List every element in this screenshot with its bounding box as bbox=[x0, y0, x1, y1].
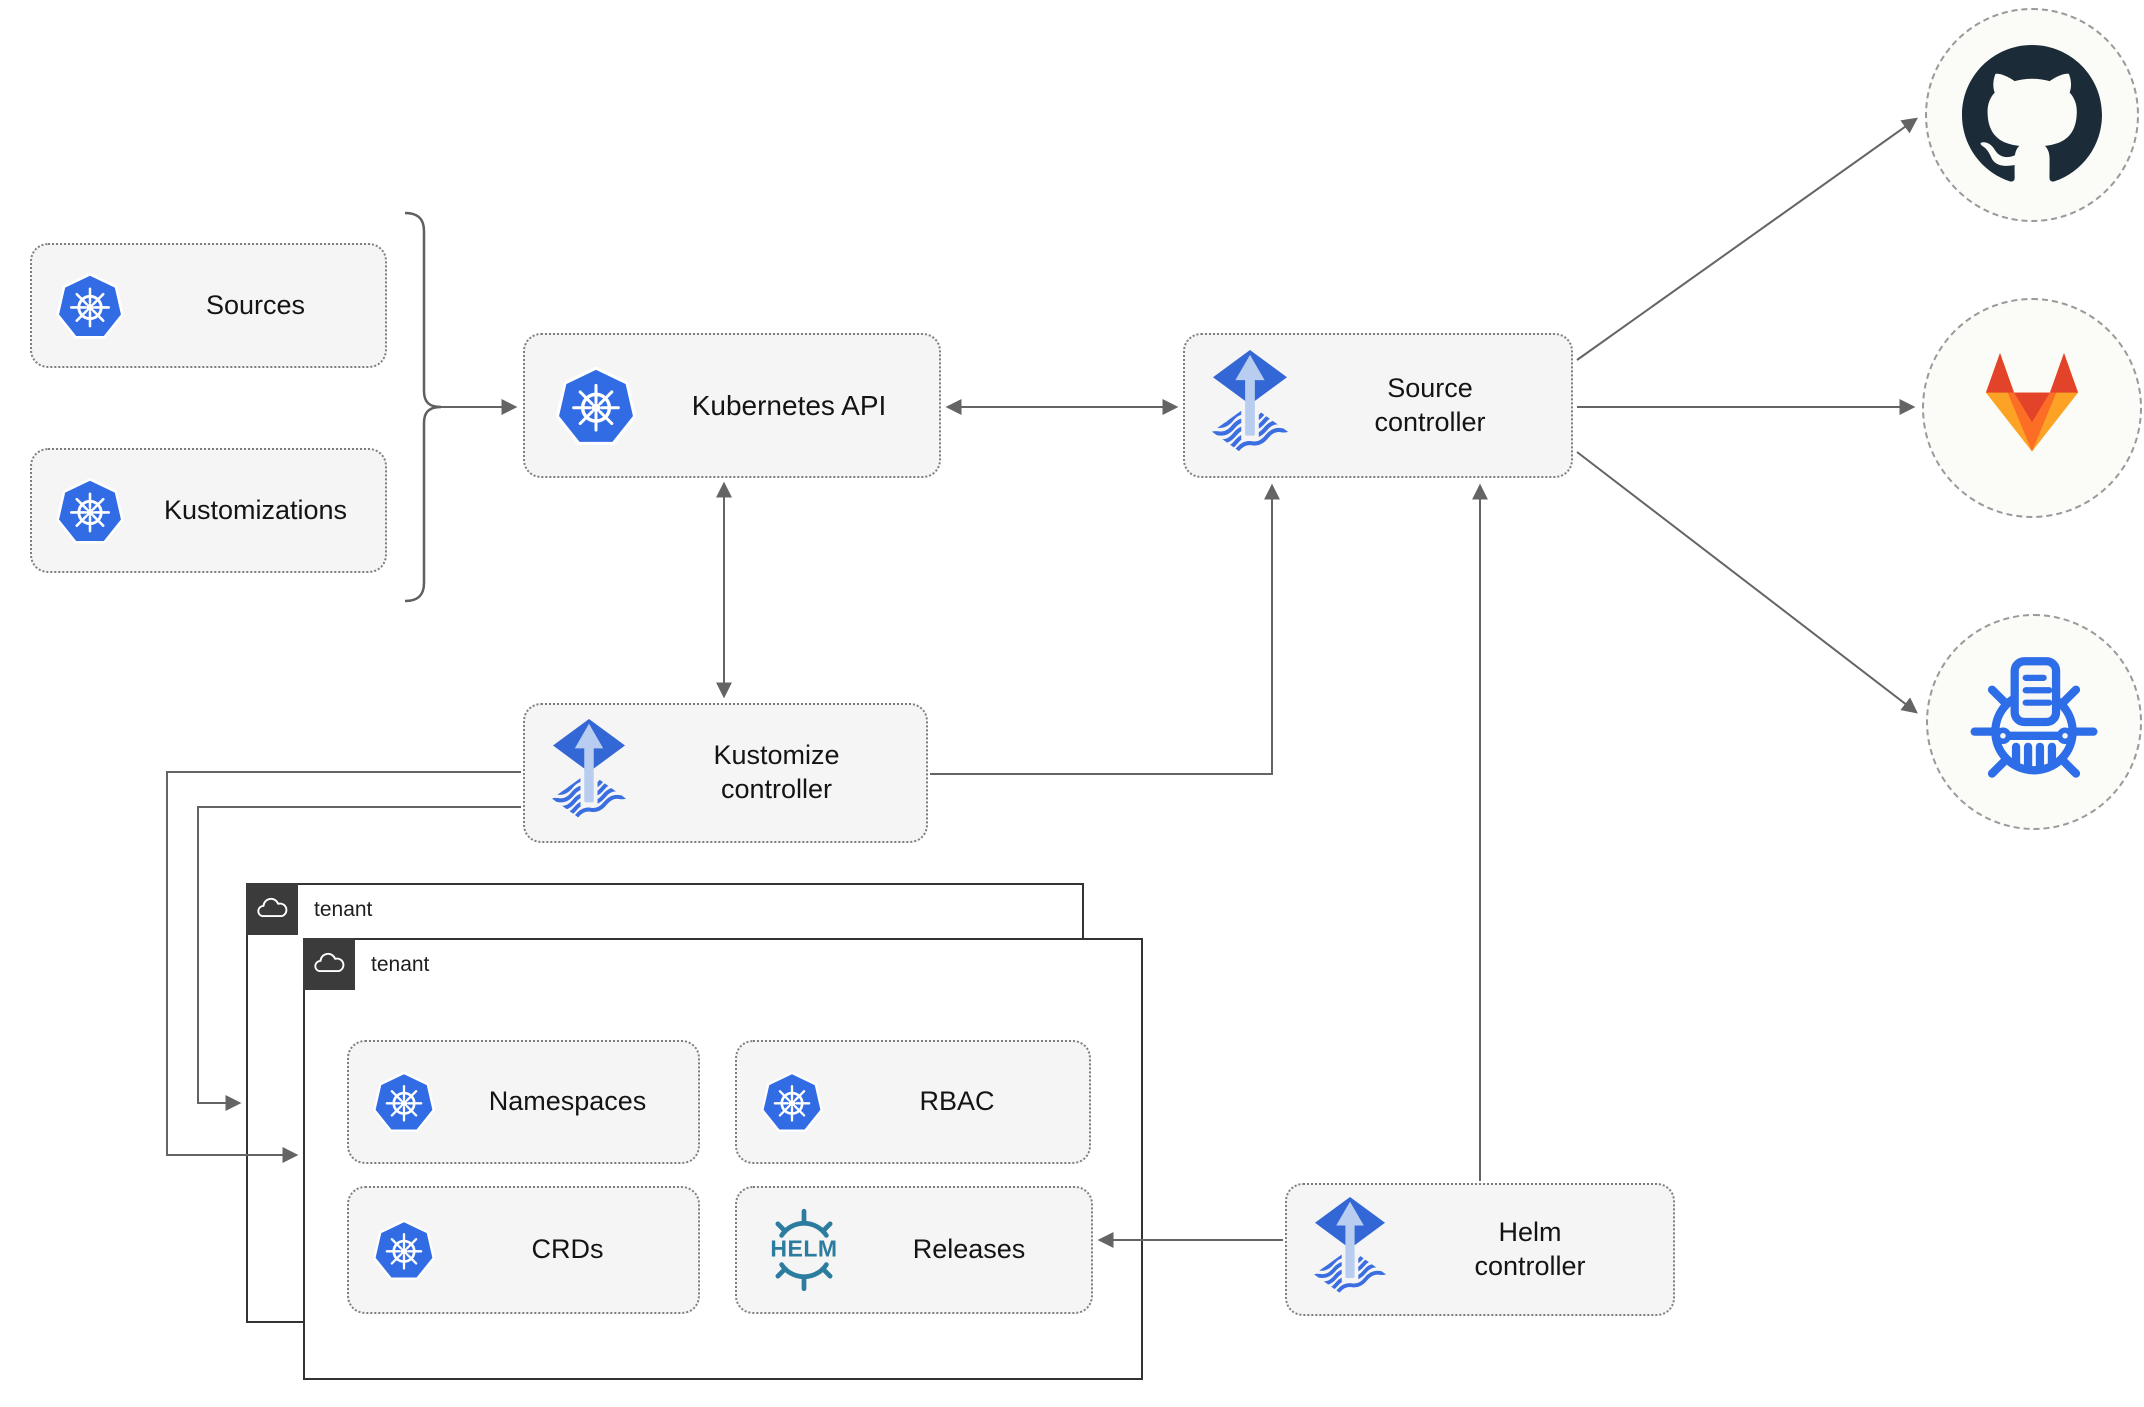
node-rbac-label: RBAC bbox=[919, 1086, 995, 1117]
kubernetes-icon bbox=[54, 475, 126, 547]
node-releases: HELM Releases bbox=[735, 1186, 1093, 1314]
node-source-controller-label: Source controller bbox=[1374, 372, 1486, 437]
gitlab-icon bbox=[1968, 349, 2096, 467]
provider-gitlab bbox=[1922, 298, 2142, 518]
node-helm-controller-label: Helm controller bbox=[1474, 1216, 1586, 1281]
node-rbac: RBAC bbox=[735, 1040, 1091, 1164]
node-sources: Sources bbox=[30, 243, 387, 368]
node-crds-label: CRDs bbox=[531, 1234, 604, 1265]
node-kustomize-controller-label: Kustomize controller bbox=[713, 740, 840, 804]
node-helm-controller: Helm controller bbox=[1285, 1183, 1675, 1316]
tenant-back-tag bbox=[246, 883, 298, 935]
node-kubernetes-api-label: Kubernetes API bbox=[691, 390, 887, 421]
cloud-icon bbox=[312, 952, 346, 977]
node-namespaces: Namespaces bbox=[347, 1040, 700, 1164]
kubernetes-icon bbox=[759, 1069, 825, 1135]
node-crds: CRDs bbox=[347, 1186, 700, 1314]
flux-icon bbox=[1313, 1197, 1387, 1302]
kubernetes-icon bbox=[553, 363, 639, 449]
github-icon bbox=[1962, 45, 2102, 185]
helm-logo-text: HELM bbox=[770, 1235, 838, 1262]
node-kustomizations-label: Kustomizations bbox=[163, 494, 348, 525]
kubernetes-icon bbox=[54, 270, 126, 342]
cloud-icon bbox=[255, 897, 289, 922]
helm-icon: HELM bbox=[761, 1207, 847, 1293]
provider-helm-repository bbox=[1926, 614, 2142, 830]
tenant-front-label: tenant bbox=[371, 953, 430, 976]
tenant-frame-front: tenant Namespaces RBAC CRDs HELM Release… bbox=[303, 938, 1143, 1380]
node-kubernetes-api: Kubernetes API bbox=[523, 333, 941, 478]
provider-github bbox=[1925, 8, 2139, 222]
flux-icon bbox=[1211, 350, 1289, 461]
edge-source-to-github bbox=[1576, 117, 1918, 361]
node-sources-label: Sources bbox=[205, 289, 306, 320]
chartmuseum-icon bbox=[1965, 653, 2103, 791]
tenant-back-label: tenant bbox=[314, 898, 373, 921]
kubernetes-icon bbox=[371, 1069, 437, 1135]
node-kustomize-controller: Kustomize controller bbox=[523, 703, 928, 843]
kubernetes-icon bbox=[371, 1217, 437, 1283]
edge-source-to-helm-repository bbox=[1576, 451, 1918, 714]
node-releases-label: Releases bbox=[912, 1234, 1026, 1265]
flux-icon bbox=[551, 719, 627, 827]
node-source-controller: Source controller bbox=[1183, 333, 1573, 478]
tenant-front-tag bbox=[303, 938, 355, 990]
node-namespaces-label: Namespaces bbox=[488, 1086, 647, 1117]
edge-kustomize-to-source bbox=[930, 483, 1280, 775]
node-kustomizations: Kustomizations bbox=[30, 448, 387, 573]
brace-sources-group bbox=[404, 211, 442, 603]
